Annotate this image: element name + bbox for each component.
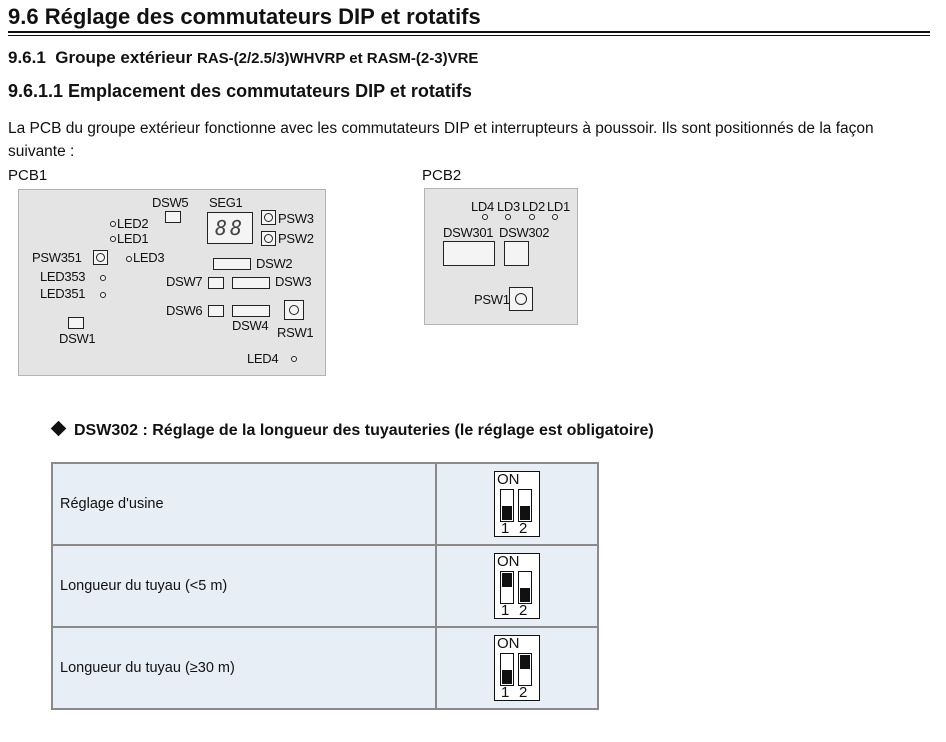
ld3-label: LD3 bbox=[497, 199, 520, 214]
intro-paragraph: La PCB du groupe extérieur fonctionne av… bbox=[8, 120, 874, 160]
setting-label: Longueur du tuyau (<5 m) bbox=[51, 544, 437, 628]
dip-number-1: 1 bbox=[501, 520, 510, 537]
dip-knob-2 bbox=[520, 506, 530, 520]
dip-switch-icon: ON 1 2 bbox=[494, 553, 540, 619]
dsw302-section-title: DSW302 : Réglage de la longueur des tuya… bbox=[50, 420, 654, 440]
section-heading: 9.6.1 Groupe extérieur RAS-(2/2.5/3)WHVR… bbox=[8, 48, 478, 68]
led2-dot bbox=[110, 221, 116, 227]
dip-switch-icon: ON 1 2 bbox=[494, 635, 540, 701]
psw2-label: PSW2 bbox=[278, 231, 314, 246]
pcb1-board: DSW5 SEG1 88 PSW3 PSW2 LED2 LED1 PSW351 … bbox=[18, 189, 326, 376]
led353-dot bbox=[100, 275, 106, 281]
dip-slot-1 bbox=[500, 653, 514, 686]
dip-number-1: 1 bbox=[501, 684, 510, 701]
psw1-button bbox=[509, 287, 533, 311]
dsw6-label: DSW6 bbox=[166, 303, 203, 318]
ld1-dot bbox=[552, 214, 558, 220]
led351-dot bbox=[100, 292, 106, 298]
led4-label: LED4 bbox=[247, 351, 279, 366]
psw3-button bbox=[261, 210, 276, 225]
dsw301-label: DSW301 bbox=[443, 225, 494, 240]
led1-dot bbox=[110, 236, 116, 242]
seg1-label: SEG1 bbox=[209, 195, 243, 210]
dip-knob-1 bbox=[502, 506, 512, 520]
dip-switch-icon: ON 1 2 bbox=[494, 471, 540, 537]
dsw5-label: DSW5 bbox=[152, 195, 189, 210]
dip-number-1: 1 bbox=[501, 602, 510, 619]
section-models: RAS-(2/2.5/3)WHVRP et RASM-(2-3)VRE bbox=[197, 50, 479, 67]
dip-slot-2 bbox=[518, 571, 532, 604]
dsw4-label: DSW4 bbox=[232, 318, 269, 333]
dsw3-label: DSW3 bbox=[275, 274, 312, 289]
led3-dot bbox=[126, 256, 132, 262]
dip-knob-2 bbox=[520, 655, 530, 669]
dsw6-switch bbox=[208, 305, 224, 317]
pcb2-board: LD4 LD3 LD2 LD1 DSW301 DSW302 PSW1 bbox=[424, 188, 578, 325]
dip-slot-1 bbox=[500, 571, 514, 604]
title-rule-thin bbox=[8, 35, 930, 36]
dsw2-switch bbox=[213, 258, 251, 270]
table-row: Longueur du tuyau (≥30 m) ON 1 2 bbox=[51, 626, 599, 710]
psw351-button bbox=[93, 250, 108, 265]
dip-slot-1 bbox=[500, 489, 514, 522]
rsw1-switch bbox=[284, 300, 304, 320]
dsw302-title-text: DSW302 : Réglage de la longueur des tuya… bbox=[74, 422, 654, 439]
led1-label: LED1 bbox=[117, 231, 149, 246]
ld2-dot bbox=[529, 214, 535, 220]
dsw1-switch bbox=[68, 317, 84, 329]
dsw302-switch bbox=[504, 241, 529, 266]
title-rule bbox=[8, 31, 930, 33]
seven-segment-display: 88 bbox=[207, 212, 253, 244]
section-number: 9.6.1 bbox=[8, 48, 46, 67]
dsw3-switch bbox=[232, 277, 270, 289]
dip-number-2: 2 bbox=[519, 602, 528, 619]
dip-slot-2 bbox=[518, 489, 532, 522]
psw351-label: PSW351 bbox=[32, 250, 82, 265]
dip-slot-2 bbox=[518, 653, 532, 686]
bullet-diamond-icon bbox=[50, 420, 67, 437]
led3-label: LED3 bbox=[133, 250, 165, 265]
dip-knob-2 bbox=[520, 588, 530, 602]
dsw7-switch bbox=[208, 277, 224, 289]
led353-label: LED353 bbox=[40, 269, 86, 284]
led351-label: LED351 bbox=[40, 286, 86, 301]
pcb2-caption: PCB2 bbox=[422, 167, 462, 184]
page-title: 9.6 Réglage des commutateurs DIP et rota… bbox=[8, 4, 481, 29]
ld2-label: LD2 bbox=[522, 199, 545, 214]
dip-number-2: 2 bbox=[519, 684, 528, 701]
dsw2-label: DSW2 bbox=[256, 256, 293, 271]
dip-knob-1 bbox=[502, 670, 512, 684]
led4-dot bbox=[291, 356, 297, 362]
dip-number-2: 2 bbox=[519, 520, 528, 537]
psw2-button bbox=[261, 231, 276, 246]
pcb1-caption: PCB1 bbox=[8, 167, 48, 184]
setting-label: Réglage d'usine bbox=[51, 462, 437, 546]
dsw301-switch bbox=[443, 241, 495, 266]
psw1-label: PSW1 bbox=[474, 292, 510, 307]
table-row: Réglage d'usine ON 1 2 bbox=[51, 462, 599, 546]
ld3-dot bbox=[505, 214, 511, 220]
dsw5-switch bbox=[165, 211, 181, 223]
dsw1-label: DSW1 bbox=[59, 331, 96, 346]
dsw302-label: DSW302 bbox=[499, 225, 550, 240]
dip-on-label: ON bbox=[497, 471, 520, 488]
dip-on-label: ON bbox=[497, 553, 520, 570]
dsw302-settings-table: Réglage d'usine ON 1 2 Longueur du tuyau… bbox=[51, 462, 599, 710]
dsw7-label: DSW7 bbox=[166, 274, 203, 289]
ld4-dot bbox=[482, 214, 488, 220]
led2-label: LED2 bbox=[117, 216, 149, 231]
setting-label: Longueur du tuyau (≥30 m) bbox=[51, 626, 437, 710]
ld4-label: LD4 bbox=[471, 199, 494, 214]
dip-knob-1 bbox=[502, 573, 512, 587]
dsw4-switch bbox=[232, 305, 270, 317]
table-row: Longueur du tuyau (<5 m) ON 1 2 bbox=[51, 544, 599, 628]
ld1-label: LD1 bbox=[547, 199, 570, 214]
subsection-heading: 9.6.1.1 Emplacement des commutateurs DIP… bbox=[8, 81, 472, 101]
section-label: Groupe extérieur bbox=[55, 48, 193, 67]
psw3-label: PSW3 bbox=[278, 211, 314, 226]
dip-on-label: ON bbox=[497, 635, 520, 652]
rsw1-label: RSW1 bbox=[277, 325, 314, 340]
